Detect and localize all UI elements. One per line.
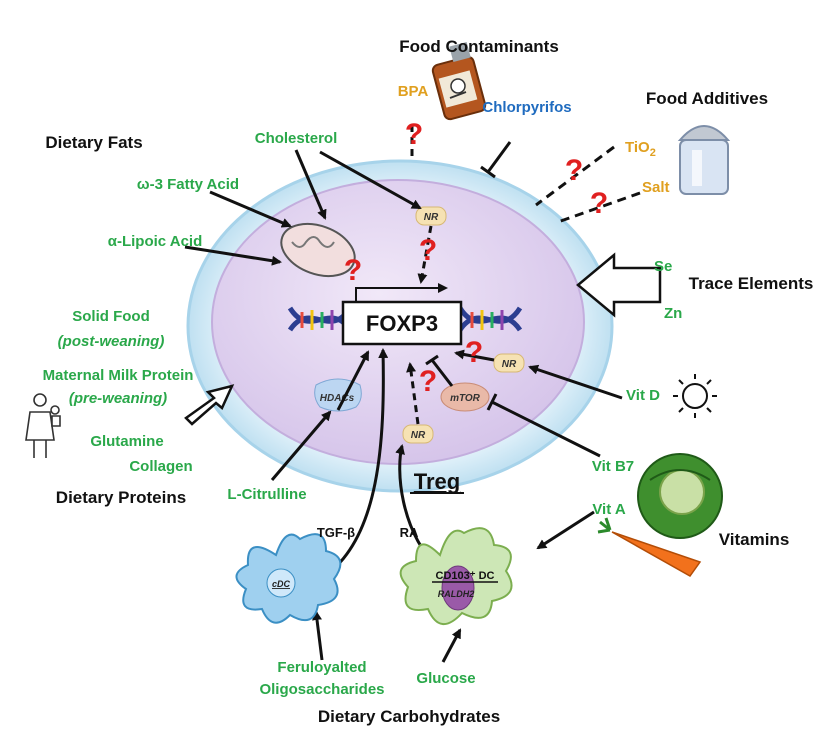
foxp3-gene-box: FOXP3	[341, 300, 463, 346]
cabbage-icon	[637, 453, 723, 539]
vitd-arrow	[528, 364, 623, 400]
svg-text:HDACs: HDACs	[320, 393, 355, 404]
svg-text:mTOR: mTOR	[450, 393, 481, 404]
ra-label: RA	[400, 525, 419, 540]
bpa-label: BPA	[398, 83, 429, 100]
svg-text:NR: NR	[411, 430, 426, 441]
vitamins-label: Vitamins	[719, 530, 790, 549]
lipoic-arrow	[184, 245, 282, 266]
glucose-arrow	[441, 628, 462, 663]
trace-elements-label: Trace Elements	[689, 274, 814, 293]
nr-right-arrow	[454, 349, 495, 362]
hdacs-node: HDACs	[314, 378, 362, 412]
svg-text:NR: NR	[424, 212, 439, 223]
nr-top-question-mark: ?	[419, 234, 437, 267]
foxp3-label: FOXP3	[366, 311, 438, 336]
tgf-beta-arrow	[321, 348, 389, 580]
maternal-milk-protein-label: Maternal Milk Protein	[43, 367, 194, 384]
bpa-question-mark: ?	[405, 118, 423, 151]
omega3-arrow	[209, 190, 292, 228]
cholesterol-to-nr-arrow	[319, 150, 422, 210]
salt-question-mark: ?	[590, 187, 608, 220]
collagen-label: Collagen	[129, 458, 192, 475]
hdacs-arrow	[336, 350, 370, 411]
lipoic-acid-label: α-Lipoic Acid	[108, 233, 203, 250]
nr-bottom-dashed-arrow	[406, 362, 420, 425]
svg-text:cDC: cDC	[272, 579, 291, 589]
mtor-node: mTOR	[440, 382, 490, 412]
svg-text:NR: NR	[502, 359, 517, 370]
svg-text:RALDH2: RALDH2	[438, 589, 475, 599]
glutamine-label: Glutamine	[90, 433, 163, 450]
chlorpyrifos-label: Chlorpyrifos	[482, 99, 571, 116]
dietary-proteins-label: Dietary Proteins	[56, 488, 186, 507]
tgf-beta-label: TGF-β	[317, 525, 355, 540]
dietary-fats-label: Dietary Fats	[45, 133, 142, 152]
vitb7-inhibit-line	[491, 400, 601, 458]
cholesterol-to-mito-arrow	[294, 149, 327, 220]
pre-weaning-label: (pre-weaning)	[69, 390, 167, 407]
cd103-dc-cell-icon: RALDH2 CD103⁺ DC	[399, 527, 513, 625]
svg-text:CD103⁺ DC: CD103⁺ DC	[436, 570, 495, 582]
dietary-proteins-hollow-arrow	[184, 384, 235, 426]
glucose-label: Glucose	[416, 670, 475, 687]
tio2-label: TiO2	[625, 139, 656, 159]
salt-shaker-icon	[677, 125, 731, 195]
food-contaminants-label: Food Contaminants	[399, 37, 559, 56]
treg-label: Treg	[414, 469, 460, 494]
sun-icon	[673, 374, 717, 418]
se-label: Se	[654, 258, 672, 275]
tio2-question-mark: ?	[565, 154, 583, 187]
nr-receptor-right: NR	[493, 353, 525, 373]
salt-label: Salt	[642, 179, 670, 196]
feruloylated-arrow	[312, 610, 324, 661]
nr-right-question-mark: ?	[465, 336, 483, 369]
arrows	[184, 125, 641, 663]
food-additives-label: Food Additives	[646, 89, 768, 108]
nr-top-dashed-arrow	[417, 225, 433, 284]
mitochondrion-icon	[280, 222, 356, 278]
post-weaning-label: (post-weaning)	[58, 333, 165, 350]
nr-receptor-top: NR	[415, 206, 447, 226]
cholesterol-label: Cholesterol	[255, 130, 338, 147]
vita-arrow	[536, 510, 595, 550]
mother-child-icon	[25, 393, 61, 458]
trace-elements-hollow-arrow	[576, 252, 662, 318]
vit-b7-label: Vit B7	[592, 458, 634, 475]
l-citrulline-arrow	[270, 410, 332, 481]
omega3-label: ω-3 Fatty Acid	[137, 176, 239, 193]
l-citrulline-label: L-Citrulline	[227, 486, 306, 503]
dna-helix-right-icon	[457, 306, 523, 332]
promoter-arrow	[355, 283, 448, 302]
vit-a-label: Vit A	[592, 501, 626, 518]
tio2-dashed-line	[535, 145, 615, 207]
vitb7-inhibit-bar	[486, 393, 498, 411]
feruloylated-label: Feruloyalted	[277, 659, 366, 676]
carrot-icon	[597, 517, 702, 577]
mtor-inhibit-bar	[425, 354, 439, 366]
nr-receptor-bottom: NR	[402, 424, 434, 444]
solid-food-label: Solid Food	[72, 308, 149, 325]
chlorpyrifos-inhibit-bar	[480, 165, 496, 179]
oligosaccharides-label: Oligosaccharides	[259, 681, 384, 698]
chlorpyrifos-inhibit-line	[486, 141, 512, 173]
poison-bottle-icon	[431, 41, 487, 121]
zn-label: Zn	[664, 305, 682, 322]
dietary-carbohydrates-label: Dietary Carbohydrates	[318, 707, 500, 726]
mito-question-mark: ?	[344, 254, 362, 287]
cdc-cell-icon: cDC	[235, 533, 342, 624]
question-marks: ? ? ? ? ? ? ?	[344, 118, 608, 398]
vit-d-label: Vit D	[626, 387, 660, 404]
mtor-question-mark: ?	[419, 365, 437, 398]
mtor-inhibit-line	[430, 359, 454, 387]
